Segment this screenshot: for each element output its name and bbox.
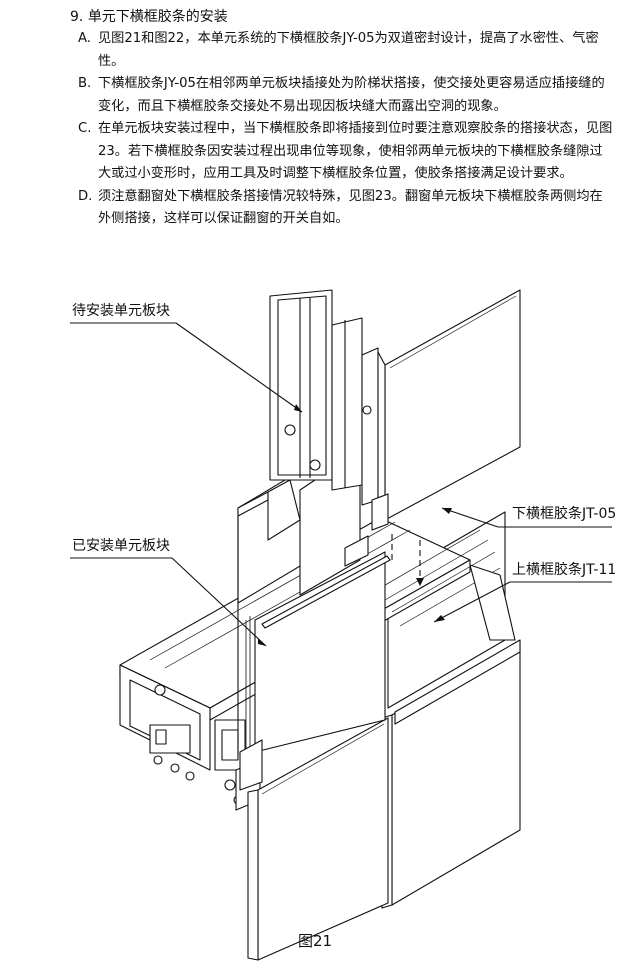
item-mark: D. [78, 188, 93, 204]
label-installed-panel: 已安装单元板块 [72, 538, 170, 554]
arrow-heads [258, 404, 452, 646]
label-upper-gasket: 上横框胶条JT-11 [512, 562, 617, 578]
leader-lines [70, 322, 612, 647]
label-lower-gasket: 下横框胶条JT-05 [512, 506, 617, 522]
item-text: 见图21和图22，本单元系统的下横框胶条JY-05为双道密封设计，提高了水密性、… [98, 31, 599, 69]
list-item: C. 在单元板块安装过程中，当下横框胶条即将插接到位时要注意观察胶条的搭接状态，… [70, 118, 615, 186]
installed-unit [237, 439, 391, 791]
item-mark: A. [78, 31, 91, 46]
left-lower-panel [247, 717, 389, 961]
item-mark: B. [78, 76, 92, 91]
instruction-section: 9. 单元下横框胶条的安装 A. 见图21和图22，本单元系统的下横框胶条JY-… [70, 6, 615, 231]
list-item: B. 下横框胶条JY-05在相邻两单元板块插接处为阶梯状搭接，使交接处更容易适应… [70, 73, 615, 118]
list-item: A. 见图21和图22，本单元系统的下横框胶条JY-05为双道密封设计，提高了水… [70, 28, 615, 73]
item-text: 须注意翻窗处下横框胶条搭接情况较特殊，见图23。翻窗单元板块下横框胶条两侧均在外… [98, 188, 603, 227]
section-heading: 单元下横框胶条的安装 [87, 9, 228, 25]
item-mark: C. [78, 121, 92, 136]
item-text: 在单元板块安装过程中，当下横框胶条即将插接到位时要注意观察胶条的搭接状态，见图2… [98, 121, 613, 181]
figure-caption: 图21 [297, 932, 333, 950]
section-title: 9. 单元下横框胶条的安装 [70, 6, 615, 28]
section-number: 9. [70, 9, 84, 25]
list-item: D. 须注意翻窗处下横框胶条搭接情况较特殊，见图23。翻窗单元板块下横框胶条两侧… [70, 186, 615, 231]
label-pending-panel: 待安装单元板块 [72, 303, 170, 319]
item-text: 下横框胶条JY-05在相邻两单元板块插接处为阶梯状搭接，使交接处更容易适应插接缝… [98, 76, 605, 114]
pending-unit [269, 289, 521, 531]
